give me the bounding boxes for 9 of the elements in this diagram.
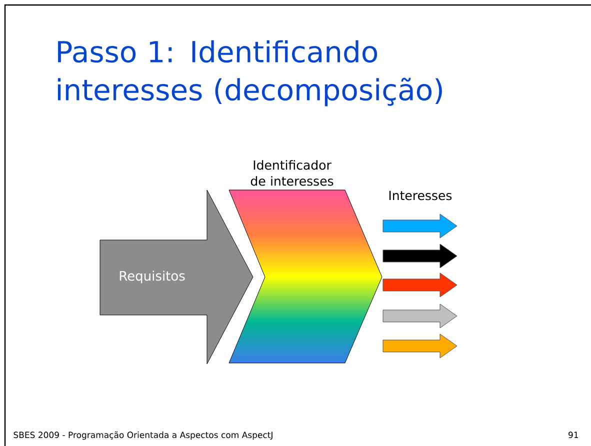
arrow (382, 244, 458, 268)
arrow (382, 304, 458, 328)
title: Passo 1: Identificando interesses (decomposição) (58, 40, 442, 106)
arrow (382, 214, 458, 238)
node-label: Identificador de interesses (250, 160, 334, 186)
page-number: 91 (568, 432, 578, 438)
arrow (382, 272, 458, 298)
arrow (382, 334, 458, 358)
footer-text: SBES 2009 - Programação Orientada a Aspectos com AspectJ (14, 431, 272, 440)
